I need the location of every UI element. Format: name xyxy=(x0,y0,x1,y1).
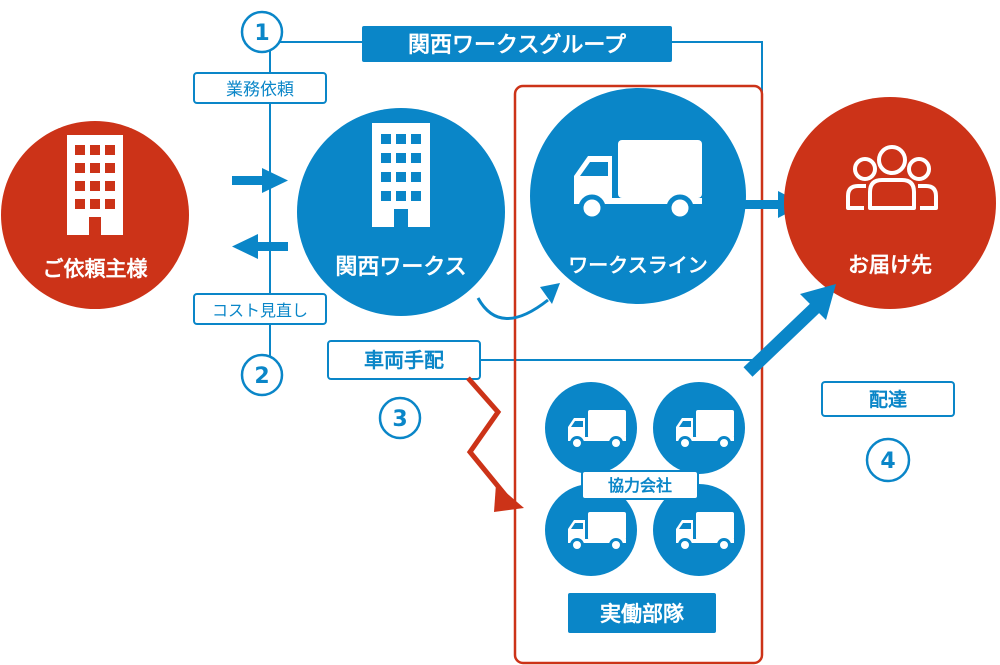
partner-truck-2 xyxy=(653,382,745,474)
curved-arrow xyxy=(476,283,560,320)
works-line-node: ワークスライン xyxy=(530,88,746,304)
svg-text:ご依頼主様: ご依頼主様 xyxy=(43,257,149,281)
step-2-badge: 2 xyxy=(240,353,284,397)
svg-text:ワークスライン: ワークスライン xyxy=(568,253,707,277)
step-3-badge: 3 xyxy=(378,396,422,440)
svg-text:関西ワークスグループ: 関西ワークスグループ xyxy=(408,32,627,58)
svg-text:配達: 配達 xyxy=(869,388,907,411)
request-arrow xyxy=(232,168,288,193)
svg-text:1: 1 xyxy=(254,21,269,46)
client-node: ご依頼主様 xyxy=(1,121,189,309)
field-unit-label: 実働部隊 xyxy=(568,593,716,633)
svg-text:協力会社: 協力会社 xyxy=(608,476,672,495)
response-arrow xyxy=(232,234,288,259)
svg-text:実働部隊: 実働部隊 xyxy=(600,602,685,626)
svg-text:業務依頼: 業務依頼 xyxy=(226,80,294,100)
business-request-label: 業務依頼 xyxy=(193,72,327,104)
field-unit-frame xyxy=(513,84,764,665)
step-4-badge: 4 xyxy=(865,437,911,483)
partner-truck-1 xyxy=(545,382,637,474)
building-icon xyxy=(372,123,430,227)
svg-text:2: 2 xyxy=(254,364,269,389)
cost-review-label: コスト見直し xyxy=(193,293,327,325)
partner-truck-4 xyxy=(653,484,745,576)
svg-text:お届け先: お届け先 xyxy=(848,253,932,277)
step-1-badge: 1 xyxy=(240,10,284,54)
destination-node: お届け先 xyxy=(784,97,996,309)
svg-text:4: 4 xyxy=(880,449,895,474)
svg-text:車両手配: 車両手配 xyxy=(364,348,444,372)
group-label: 関西ワークスグループ xyxy=(362,26,672,62)
zigzag-arrow xyxy=(466,376,524,512)
delivery-label: 配達 xyxy=(821,381,955,417)
partner-companies-label: 協力会社 xyxy=(581,470,699,500)
svg-text:コスト見直し: コスト見直し xyxy=(212,301,308,320)
svg-text:関西ワークス: 関西ワークス xyxy=(335,255,466,280)
delivery-arrow-diagonal xyxy=(743,284,836,377)
svg-text:3: 3 xyxy=(392,407,407,432)
partner-truck-3 xyxy=(545,484,637,576)
building-icon xyxy=(67,135,123,235)
kansai-works-node: 関西ワークス xyxy=(297,108,505,316)
vehicle-arrangement-label: 車両手配 xyxy=(327,340,481,380)
